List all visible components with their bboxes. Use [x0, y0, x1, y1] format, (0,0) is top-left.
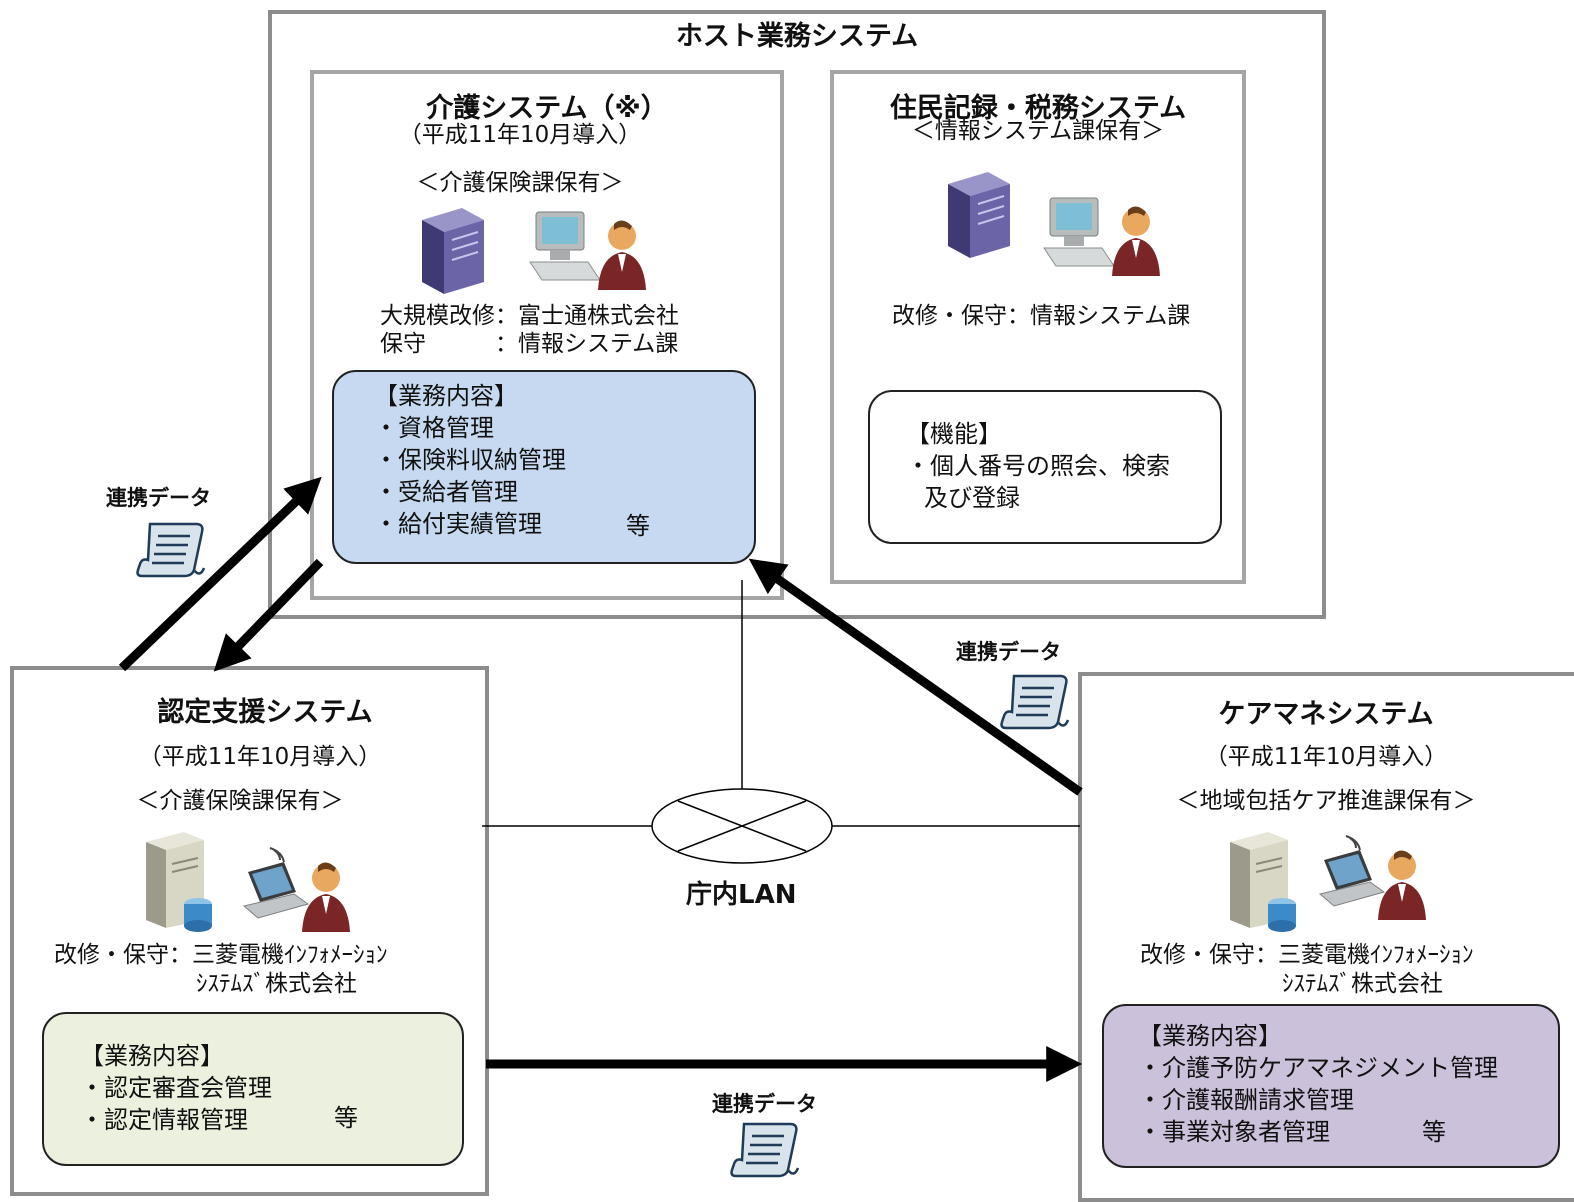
kaigo-system-frame [310, 70, 784, 600]
kaigo-maintenance-2: 保守 ：情報システム課 [380, 331, 679, 357]
host-system-frame [268, 10, 1326, 619]
arrow-kaigo-to-nintei [213, 558, 324, 672]
arrow-nintei-to-kaigo [118, 476, 322, 672]
lan-hub-icon [651, 788, 833, 864]
kaigo-etc: 等 [626, 512, 650, 540]
scroll-document-icon [136, 522, 206, 578]
lan-label: 庁内LAN [686, 880, 797, 910]
arrow-caremane-to-kaigo [748, 558, 1083, 796]
link-data-label-left: 連携データ [106, 486, 211, 510]
user-laptop-icon [242, 847, 350, 932]
jumin-system-title: 住民記録・税務システム [889, 93, 1187, 124]
caremane-item-2: ・介護報酬請求管理 [1138, 1086, 1354, 1114]
scroll-document-icon [730, 1122, 800, 1178]
nintei-etc: 等 [334, 1104, 358, 1132]
file-server-icon [1230, 832, 1296, 932]
kaigo-owner: ＜介護保険課保有＞ [416, 170, 624, 196]
kaigo-introduced: （平成11年10月導入） [398, 122, 642, 148]
jumin-system-frame [830, 70, 1246, 584]
nintei-system-title: 認定支援システム [157, 697, 373, 728]
nintei-owner: ＜介護保険課保有＞ [136, 788, 344, 814]
nintei-box-heading: 【業務内容】 [80, 1042, 224, 1070]
caremane-maintenance-2: ｼｽﾃﾑｽﾞ株式会社 [1282, 971, 1443, 997]
file-server-icon [146, 832, 212, 932]
link-data-label-right: 連携データ [956, 640, 1061, 664]
jumin-maintenance: 改修・保守：情報システム課 [892, 303, 1191, 329]
jumin-owner: ＜情報システム課保有＞ [911, 118, 1165, 144]
nintei-maintenance-2: ｼｽﾃﾑｽﾞ株式会社 [196, 971, 357, 997]
nintei-maintenance-1: 改修・保守：三菱電機ｲﾝﾌｫﾒｰｼｮﾝ [54, 942, 388, 968]
link-data-label-bottom: 連携データ [712, 1092, 817, 1116]
caremane-owner: ＜地域包括ケア推進課保有＞ [1176, 788, 1476, 814]
nintei-introduced: （平成11年10月導入） [138, 744, 382, 770]
jumin-function-line-2: 及び登録 [924, 484, 1020, 512]
caremane-maintenance-1: 改修・保守：三菱電機ｲﾝﾌｫﾒｰｼｮﾝ [1140, 942, 1474, 968]
kaigo-item-2: ・保険料収納管理 [374, 446, 566, 474]
kaigo-system-title: 介護システム（※） [426, 93, 668, 124]
user-laptop-icon [1318, 835, 1426, 920]
host-system-title: ホスト業務システム [675, 21, 919, 52]
jumin-box-heading: 【機能】 [906, 420, 1002, 448]
caremane-business-box: 【業務内容】 ・介護予防ケアマネジメント管理 ・介護報酬請求管理 ・事業対象者管… [1102, 1004, 1560, 1168]
kaigo-maintenance-1: 大規模改修：富士通株式会社 [380, 303, 679, 329]
nintei-business-box: 【業務内容】 ・認定審査会管理 ・認定情報管理 [42, 1012, 464, 1166]
kaigo-item-3: ・受給者管理 [374, 478, 518, 506]
kaigo-item-4: ・給付実績管理 [374, 510, 542, 538]
caremane-item-3: ・事業対象者管理 [1138, 1118, 1330, 1146]
user-workstation-icon [1043, 197, 1160, 276]
caremane-box-heading: 【業務内容】 [1138, 1022, 1282, 1050]
kaigo-business-box: 【業務内容】 ・資格管理 ・保険料収納管理 ・受給者管理 ・給付実績管理 [332, 370, 756, 564]
server-tower-icon [422, 208, 484, 294]
scroll-document-icon [1000, 674, 1070, 730]
nintei-item-1: ・認定審査会管理 [80, 1074, 272, 1102]
caremane-etc: 等 [1422, 1118, 1446, 1146]
kaigo-item-1: ・資格管理 [374, 414, 494, 442]
kaigo-box-heading: 【業務内容】 [374, 382, 518, 410]
caremane-system-title: ケアマネシステム [1218, 699, 1434, 730]
jumin-function-line-1: ・個人番号の照会、検索 [906, 452, 1170, 480]
nintei-item-2: ・認定情報管理 [80, 1106, 248, 1134]
jumin-function-box: 【機能】 ・個人番号の照会、検索 及び登録 [868, 390, 1222, 544]
caremane-item-1: ・介護予防ケアマネジメント管理 [1138, 1054, 1498, 1082]
server-tower-icon [948, 172, 1010, 258]
caremane-introduced: （平成11年10月導入） [1204, 744, 1448, 770]
user-workstation-icon [529, 211, 646, 290]
